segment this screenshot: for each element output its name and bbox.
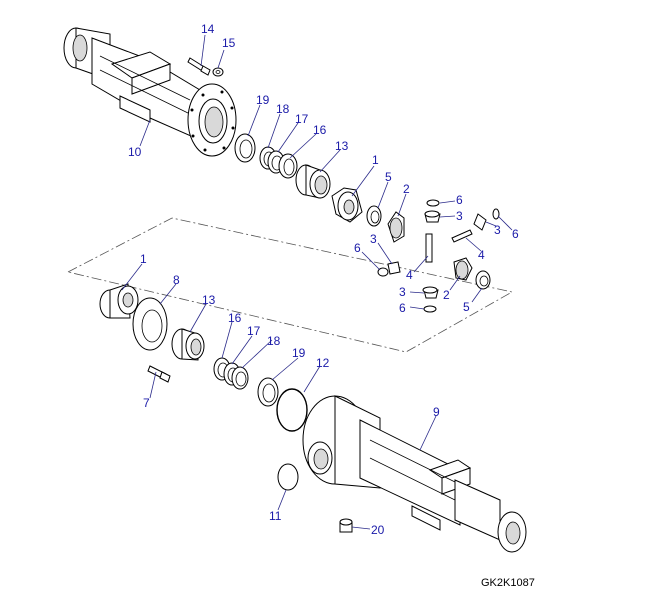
callout-4: 4 [406,268,413,282]
side-gear-part-2-lower [453,257,473,281]
callout-15: 15 [222,36,236,50]
pinion-part-3-right [473,213,487,231]
diff-case-part-1-lower [99,283,139,319]
o-ring-part-12 [276,388,308,432]
pinion-part-3-top [424,210,441,223]
callout-11: 11 [269,509,282,523]
group-boundary [66,217,514,353]
callout-20: 20 [371,523,385,537]
callout-3: 3 [399,285,406,299]
bolt-part-7 [147,365,171,383]
callout-12: 12 [316,356,330,370]
callout-labels: 14 15 10 19 18 17 16 13 1 5 2 6 3 6 3 3 … [128,22,519,537]
shim-part-19-upper [234,133,256,163]
thrust-washer-part-5-lower [475,270,491,290]
callout-7: 7 [143,396,150,410]
shim-part-19-lower [257,377,279,407]
callout-17: 17 [247,324,261,338]
callout-6: 6 [456,193,463,207]
seal-part-18-lower [231,366,249,390]
plug-part-20 [339,518,353,533]
callout-13: 13 [202,293,216,307]
callout-4: 4 [478,248,485,262]
ring-gear-part-8 [132,297,168,351]
washer-part-15 [212,67,224,77]
callout-2: 2 [403,182,410,196]
diff-case-part-1-upper [331,187,363,223]
washer-part-6-right [492,208,500,220]
callout-3: 3 [494,223,501,237]
spider-shaft-part-4 [425,229,473,263]
bearing-part-13-upper [295,164,331,199]
callout-1: 1 [372,153,379,167]
washer-part-6-bottom [423,305,437,313]
callout-13: 13 [335,139,349,153]
side-gear-part-2-upper [387,211,405,243]
callout-16: 16 [313,123,327,137]
ring-part-16-upper [278,153,298,179]
leader-lines [121,34,513,530]
callout-3: 3 [370,232,377,246]
diagram-code: GK2K1087 [481,577,535,589]
bolt-part-14 [187,57,211,76]
cover-part-11 [277,463,299,491]
callout-8: 8 [173,273,180,287]
washer-part-6-left [377,267,389,277]
callout-1: 1 [140,252,147,266]
callout-10: 10 [128,145,142,159]
pinion-part-3-left [387,261,401,275]
callout-14: 14 [201,22,215,36]
thrust-washer-part-5-upper [366,205,382,227]
callout-6: 6 [399,301,406,315]
callout-19: 19 [256,93,270,107]
callout-16: 16 [228,311,242,325]
callout-18: 18 [267,334,281,348]
callout-5: 5 [385,170,392,184]
callout-19: 19 [292,346,306,360]
axle-housing-upper [63,27,237,157]
callout-6: 6 [512,227,519,241]
callout-9: 9 [433,405,440,419]
callout-18: 18 [276,102,290,116]
callout-5: 5 [463,300,470,314]
pinion-part-3-bottom [422,286,439,299]
callout-6: 6 [354,241,361,255]
callout-2: 2 [443,288,450,302]
callout-17: 17 [295,112,309,126]
washer-part-6-top [426,199,440,207]
axle-housing-lower [302,395,527,553]
callout-3: 3 [456,209,463,223]
bearing-part-13-lower [171,328,205,361]
